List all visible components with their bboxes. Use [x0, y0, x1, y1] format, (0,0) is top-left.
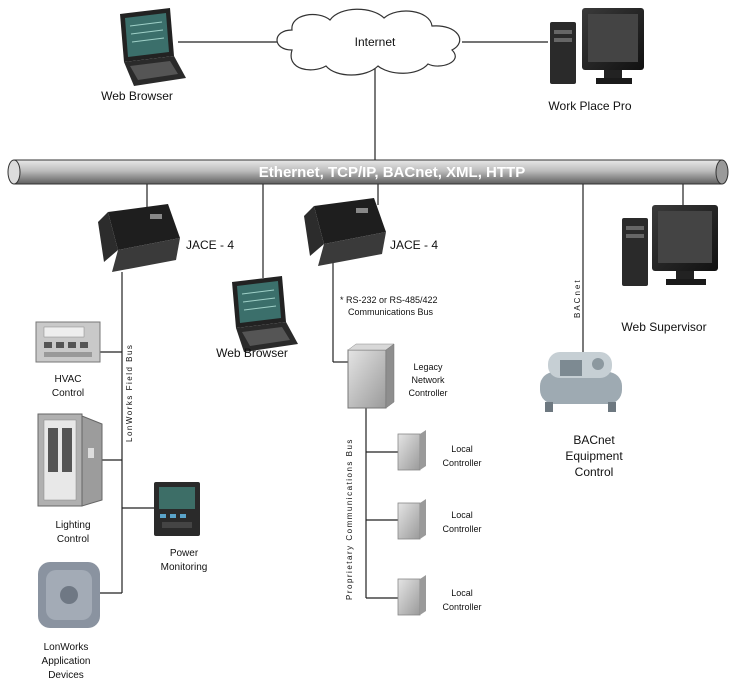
lonworks-device-icon	[38, 562, 100, 628]
work-place-pro-label: Work Place Pro	[548, 99, 631, 113]
power-monitoring-label-2: Monitoring	[161, 562, 208, 573]
local-controller-2-label-2: Controller	[442, 524, 481, 534]
lonworks-devices-label-3: Devices	[48, 670, 84, 681]
bacnet-equipment-label-1: BACnet	[573, 433, 615, 447]
hvac-controller-icon	[35, 321, 101, 363]
local-controller-1-label-2: Controller	[442, 458, 481, 468]
backbone-label: Ethernet, TCP/IP, BACnet, XML, HTTP	[259, 164, 525, 181]
legacy-controller-label-2: Network	[411, 375, 445, 385]
bacnet-equipment-label-3: Control	[575, 465, 614, 479]
connection-lines	[100, 41, 684, 599]
lighting-control-label-1: Lighting	[55, 520, 90, 531]
lighting-control-label-2: Control	[57, 534, 89, 545]
local-controller-3-label-1: Local	[451, 588, 473, 598]
laptop-icon	[232, 276, 298, 352]
internet-label: Internet	[355, 35, 396, 49]
legacy-controller-label-3: Controller	[408, 388, 447, 398]
ethernet-backbone: Ethernet, TCP/IP, BACnet, XML, HTTP	[7, 159, 729, 185]
lighting-panel-icon	[37, 413, 103, 507]
hvac-control-label-1: HVAC	[54, 374, 81, 385]
internet-cloud: Internet	[276, 8, 461, 76]
bacnet-bus-label: BACnet	[573, 278, 582, 318]
jace-left-label: JACE - 4	[186, 238, 234, 252]
jace-right-label: JACE - 4	[390, 238, 438, 252]
proprietary-bus-label: Proprietary Communications Bus	[345, 438, 354, 600]
lonworks-bus-label: LonWorks Field Bus	[125, 344, 134, 442]
lonworks-devices-label-1: LonWorks	[44, 642, 89, 653]
local-controller-icon	[397, 575, 426, 616]
local-controller-3-label-2: Controller	[442, 602, 481, 612]
power-monitoring-label-1: Power	[170, 548, 199, 559]
jace-controller-icon	[304, 198, 386, 266]
local-controller-icon	[397, 430, 426, 471]
power-meter-icon	[154, 482, 200, 536]
legacy-controller-label-1: Legacy	[413, 362, 443, 372]
local-controller-2-label-1: Local	[451, 510, 473, 520]
rs-bus-label-2: Communications Bus	[348, 307, 434, 317]
laptop-icon	[120, 8, 186, 86]
hvac-control-label-2: Control	[52, 388, 84, 399]
local-controller-1-label-1: Local	[451, 444, 473, 454]
web-browser-top-label: Web Browser	[101, 89, 173, 103]
workstation-icon	[550, 8, 644, 84]
web-supervisor-label: Web Supervisor	[621, 320, 706, 334]
local-controller-icon	[397, 499, 426, 540]
rs-bus-label-1: * RS-232 or RS-485/422	[340, 295, 438, 305]
legacy-controller-icon	[347, 343, 395, 409]
bacnet-equipment-label-2: Equipment	[565, 449, 623, 463]
workstation-icon	[622, 205, 718, 286]
jace-controller-icon	[98, 204, 180, 272]
web-browser-mid-label: Web Browser	[216, 346, 288, 360]
chiller-equipment-icon	[540, 352, 622, 412]
lonworks-devices-label-2: Application	[42, 656, 91, 667]
